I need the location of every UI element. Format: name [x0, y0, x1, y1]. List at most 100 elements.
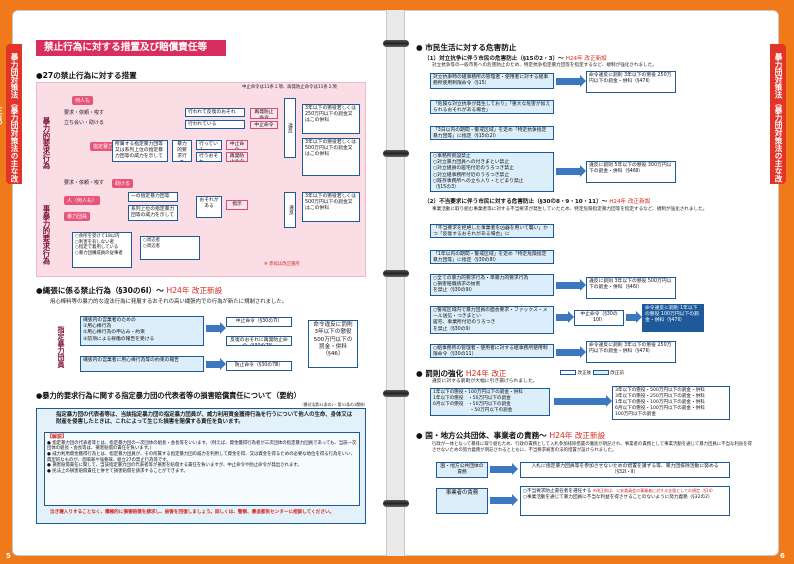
- penalty-legend: 改正後 改正前: [560, 370, 624, 377]
- box-likely: 行うおそれ: [196, 152, 222, 162]
- stop-order-30-7-1: 中止命令（§30の7Ⅰ）: [226, 317, 292, 327]
- side-tab-left[interactable]: 暴力団対策法（暴力団対策法の主な改正点）: [0, 44, 22, 184]
- old-penalty-item: 1年以下の懲役 ・50万円以下の罰金: [433, 395, 511, 401]
- binder-ring: [383, 40, 409, 47]
- side-tab-right[interactable]: 暴力団対策法（暴力団対策法の主な改正点）: [758, 44, 786, 184]
- explanation-item: ● 威力利用資金獲得行為とは、指定暴力団員が、その所属する指定暴力団の威力を利用…: [47, 451, 355, 463]
- box-repeat-risk: 行われて反復のおそれ: [185, 108, 245, 117]
- condition-item: ○指定で着用している: [75, 245, 119, 251]
- stop-order-30-10: 中止命令（§30の10Ⅰ）: [574, 310, 624, 326]
- subheading-text: （1）対立抗争に伴う市民の危害防止（§15の2・3）～: [424, 56, 564, 62]
- conflict-desc: 対立抗争等の一般市民への危害防止のため、特定抗争指定暴力団等を指定するなど、規制…: [432, 63, 657, 68]
- box-violation-2: 違反: [284, 192, 296, 228]
- penalty-47-2c: 命令違反に罰則 3年以下の懲役 250万円以下の罰金・併科（§47Ⅱ）: [586, 341, 676, 363]
- box-upper-group: 系列上位の指定暴力団等の威力を示して: [128, 205, 178, 221]
- government-duty: 入札に指定暴力団員等を参加させないための措置を講ずる等、暴力団排除活動に努める（…: [520, 462, 730, 478]
- binder-ring: [383, 500, 409, 507]
- box-danger-condition: 「危険な対立抗争が発生しており」「重大な危害が加えられるおそれがある場合」: [430, 100, 554, 114]
- box-related: ○周辺者 ○周辺者: [140, 236, 200, 260]
- business-duty-row: ○不当要求防止責任者を選任する ※改正前は、公安委員会の事業者に対する支援として…: [523, 488, 727, 495]
- arrow-right: [206, 322, 226, 334]
- page-number-right: 6: [780, 552, 785, 560]
- box-one-group: 一の指定暴力団等: [128, 192, 178, 202]
- tag-member: 暴力団員: [64, 212, 91, 221]
- heading-27-prohibitions: ●27の禁止行為に対する措置: [36, 71, 137, 80]
- business-duty-item: ○不当要求防止責任者を選任する: [523, 489, 592, 494]
- revision-tag: H24年 改正: [465, 369, 507, 378]
- new-penalty-item: 1年以下の懲役・100万円以下の罰金・併科: [615, 399, 705, 405]
- heading-public-safety: ● 市民生活に対する危害防止: [416, 43, 517, 52]
- tag-anyone: 何人も: [72, 96, 94, 105]
- revision-tag: H24年 改正新設: [609, 199, 651, 205]
- arrow-right: [556, 311, 574, 323]
- box-report: 縄張内の営業者に用心棒行為等の約束の報告: [80, 356, 204, 372]
- heading-penalties: ● 罰則の強化 H24年 改正: [416, 368, 506, 379]
- arrow-right: [490, 494, 518, 506]
- box-conditions: ○余所を受けて18以内 ○利害を有しない者 ○指定で着用している ○暴力団構成員…: [72, 232, 132, 268]
- box-instruction: 指示: [226, 200, 248, 210]
- arrow-right: [556, 165, 586, 177]
- box-office-restriction-2: ○組事務所の管理者・使用者に対する組事務所使用制限命令（§30の11）: [430, 344, 554, 358]
- condition-item: ○余所を受けて18以内: [75, 234, 120, 239]
- box-stop-order: 中止命令: [250, 121, 278, 129]
- business-duty-item: ○事業活動を通じて暴力団員に不当な利益を得させることのないように努力義務（§32…: [523, 494, 713, 500]
- tag-assist: 助ける: [112, 179, 134, 188]
- heading-liability: ●暴力的要求行為に関する指定暴力団の代表者等の損害賠償責任について（要約）: [36, 391, 301, 400]
- liability-note: （暴対法第31条の2・第31条の3関係）: [300, 402, 368, 407]
- responsibilities-desc: 行政が一体となって暴排に取り組むため、行政の責務として入札参加排除措置の徹底が明…: [432, 442, 752, 453]
- penalties-desc: 違反に対する罰則が大幅に引き揚げられました。: [432, 379, 538, 384]
- heading-territory: ●縄張に係る禁止行為（§30の6Ⅰ）～ H24年 改正新設: [36, 285, 222, 296]
- heading-text: ●縄張に係る禁止行為（§30の6Ⅰ）～: [36, 286, 164, 295]
- subheading-unjust-demand: （2）不当要求に伴う市民に対する危害防止（§30の8・9・10・11）～ H24…: [424, 197, 650, 205]
- binder-ring: [383, 390, 409, 397]
- tag-designated-member: 指定暴力団員: [90, 142, 127, 151]
- territory-desc: 用心棒料等の暴力的な違法行為に発展するおそれの高い縄張内での行為が新たに規制され…: [50, 299, 288, 305]
- penalty-46-2: 違反に罰則 5年以下の懲役 300万円以下の罰金・併科（§46Ⅱ）: [586, 161, 676, 183]
- section-banner: 禁止行為に対する措置及び賠償責任等: [36, 40, 226, 56]
- footnote-red: ※ 赤枠は改正箇所: [264, 262, 300, 267]
- unjust-desc: 事業活動に取り組む事業者等に対する不当要求が発生していたため、特定危険指定暴力団…: [432, 207, 708, 212]
- box-bodyguard-acts: 縄張内の営業者のための ①用心棒行為 ②用心棒行為の申込み・約束 ③前項による稼…: [80, 316, 204, 346]
- explanation-box: 【解説】 ● 指定暴力団の代表者等とは、指定暴力団の一次団体の組長・会長等をいい…: [44, 432, 360, 506]
- subheading-text: （2）不当要求に伴う市民に対する危害防止（§30の8・9・10・11）～: [424, 199, 608, 205]
- box-penalty-250: 3年以下の懲役若しくは250万円以下の罰金又はこの併科: [302, 104, 360, 134]
- box-all-demands: ○全ての暴力的要求行為・準暴力的要求行為 ○損害賠償請求の妨害 を禁止（§30の…: [430, 274, 554, 296]
- related-item: ○周辺者: [143, 243, 161, 249]
- heading-responsibilities: ● 国・地方公共団体、事業者の責務～ H24年 改正新設: [416, 430, 605, 441]
- legend-swatch-before: [592, 370, 609, 375]
- revision-tag: H24年 改正新設: [565, 56, 607, 62]
- revision-tag: H24年 改正新設: [549, 431, 606, 440]
- old-penalties: 1年以下の懲役・100万円以下の罰金・併科 1年以下の懲役 ・50万円以下の罰金…: [430, 388, 550, 416]
- box-violent-act: 暴力的要求行為（準）: [172, 140, 192, 162]
- legend-swatch-after: [560, 370, 576, 375]
- penalty-46-1: 違反に罰則 3年以下の懲役 500万円以下の罰金・併科（§46Ⅰ）: [586, 277, 676, 299]
- arrow-right: [626, 311, 642, 323]
- penalty-47-2b: 命令違反に罰則 1年以下の懲役 100万円以下の罰金・併科（§47Ⅱ）: [642, 304, 704, 332]
- recurrence-order-30-7-2: 反復のおそれに再発防止命令（§30の7Ⅱ）: [226, 336, 292, 346]
- old-penalty-item: 6月以下の懲役 ・50万円以下の罰金: [433, 401, 511, 407]
- box-prohibitions-15-3: ○事務所新設禁止 ○対立暴力団員への付きまとい禁止 ○対立組員の居宅付近のうろつ…: [430, 152, 554, 192]
- box-ongoing: 行われている: [185, 120, 245, 129]
- arrow-right: [556, 279, 586, 291]
- explanation-item: ● 民法上の損害賠償責任と併せて損害賠償を請求することができます。: [47, 469, 188, 475]
- binder-ring: [383, 270, 409, 277]
- box-recurrence-order: 再発防止命令: [250, 108, 278, 119]
- arrow-right: [556, 75, 586, 87]
- arrow-right: [490, 463, 518, 475]
- heading-text: ● 国・地方公共団体、事業者の責務～: [416, 431, 547, 440]
- liability-lead: 指定暴力団の代表者等は、当該指定暴力団の指定暴力団員が、威力利用資金獲得行為を行…: [56, 412, 353, 426]
- arrow-right: [554, 395, 612, 407]
- new-penalty-item: 6月以下の懲役・100万円以下の罰金・併科: [615, 405, 705, 411]
- box-penalty-500: 3年以下の懲役若しくは500万円以下の罰金又はこの併科: [302, 138, 360, 176]
- label-business: 事業者の責務: [436, 488, 488, 514]
- page-number-left: 5: [6, 552, 11, 560]
- legend-before: 改正前: [610, 371, 624, 376]
- box-stop-order-2: 中止命令: [226, 140, 248, 150]
- legend-after: 改正後: [577, 371, 592, 376]
- heading-text: ● 罰則の強化: [416, 369, 464, 378]
- arrow-right: [206, 358, 226, 370]
- box-penalty-500-2: 3年以下の懲役若しくは500万円以下の罰金又はこの併科: [302, 192, 360, 222]
- new-penalty-item: 100万円以下の罰金: [615, 411, 656, 417]
- explanation-title: 【解説】: [47, 434, 68, 440]
- label-request-2: 要求・依頼・唆す: [64, 180, 105, 186]
